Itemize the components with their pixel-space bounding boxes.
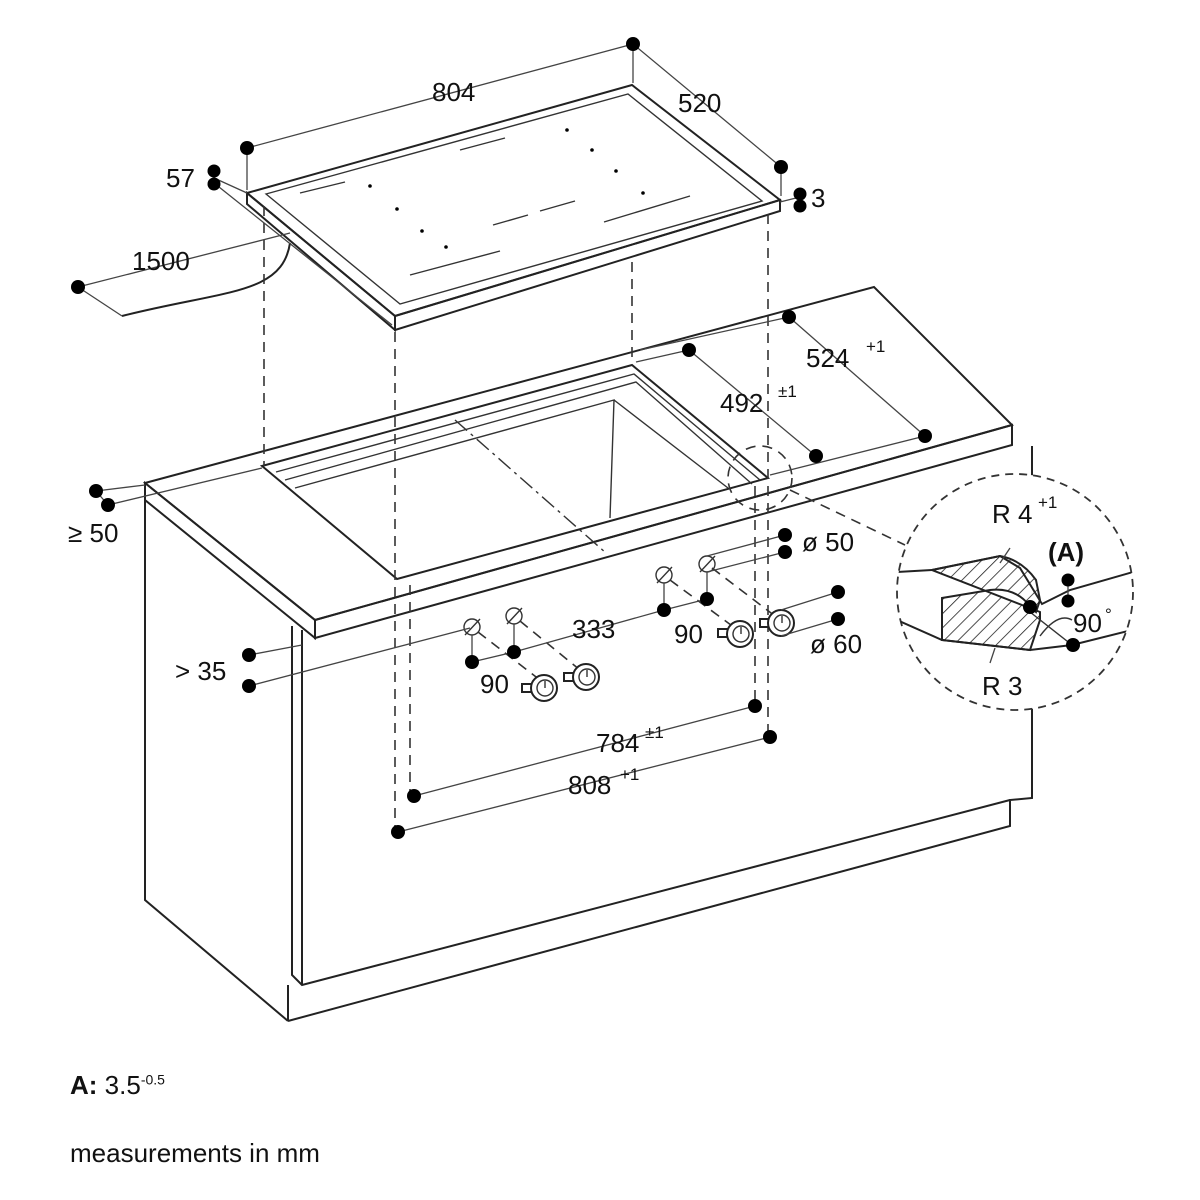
label-knob-spacing: 333: [572, 614, 615, 644]
footnote-a: A: 3.5-0.5: [70, 1070, 165, 1101]
label-radius-bottom: R 3: [982, 671, 1022, 701]
cooking-zone-marks: [299, 137, 691, 276]
dimension-dots: [71, 37, 932, 839]
label-min-front-gap: > 35: [175, 656, 226, 686]
label-knob-angle-right: 90: [674, 619, 703, 649]
footnote-a-tolerance: -0.5: [140, 1071, 165, 1088]
cooktop: [121, 83, 783, 333]
label-hole-small: ø 50: [802, 527, 854, 557]
label-hole-large: ø 60: [810, 629, 862, 659]
label-cutout-width-outer-tol: +1: [620, 765, 639, 784]
label-height: 57: [166, 163, 195, 193]
dimension-lines: [77, 43, 926, 833]
footnote-a-value: 3.5: [104, 1070, 141, 1100]
knob-hole-4: [698, 555, 716, 573]
power-cable: [121, 242, 291, 317]
label-rim: 3: [811, 183, 825, 213]
worktop-cabinet: [142, 285, 1033, 1022]
label-cutout-depth-outer-tol: +1: [866, 337, 885, 356]
units-note: measurements in mm: [70, 1138, 320, 1168]
label-cable-length: 1500: [132, 246, 190, 276]
label-cutout-width-outer: 808: [568, 770, 611, 800]
label-width: 804: [432, 77, 475, 107]
footnote-a-label: A:: [70, 1070, 98, 1100]
label-detail-angle: 90: [1073, 608, 1102, 638]
label-depth: 520: [678, 88, 721, 118]
label-detail-marker: (A): [1048, 537, 1084, 567]
projection-lines: [263, 206, 906, 830]
knob-2: [563, 663, 600, 691]
label-cutout-depth-outer: 524: [806, 343, 849, 373]
label-knob-angle-left: 90: [480, 669, 509, 699]
edge-detail-view: R 4 +1 (A) 90 ° R 3: [896, 473, 1134, 711]
dimension-labels: 804 520 57 3 1500 524 +1 492 ±1 ≥ 50 > 3…: [68, 77, 885, 800]
cooking-zone-dots: [368, 128, 645, 249]
label-min-front-distance: ≥ 50: [68, 518, 118, 548]
label-radius-top: R 4: [992, 499, 1032, 529]
label-cutout-depth-inner-tol: ±1: [778, 382, 797, 401]
label-cutout-depth-inner: 492: [720, 388, 763, 418]
label-radius-top-tol: +1: [1038, 493, 1057, 512]
detail-dots: [1023, 573, 1080, 652]
label-cutout-width-inner: 784: [596, 728, 639, 758]
knob-3: [717, 620, 754, 648]
knob-4: [759, 609, 795, 637]
label-detail-angle-unit: °: [1105, 605, 1112, 624]
knob-1: [521, 674, 558, 702]
label-cutout-width-inner-tol: ±1: [645, 723, 664, 742]
